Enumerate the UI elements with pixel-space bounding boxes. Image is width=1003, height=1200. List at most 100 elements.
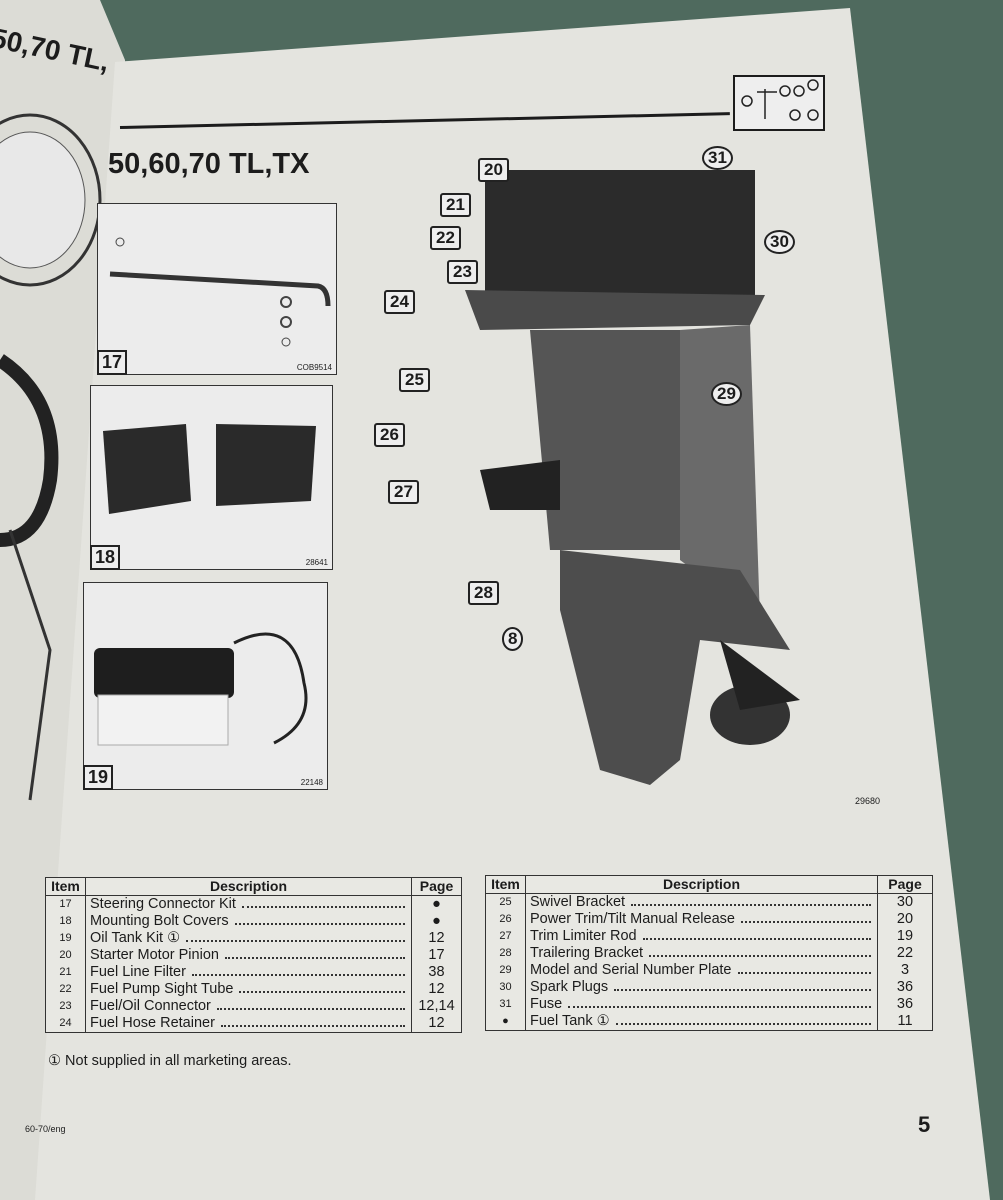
cell-item: 26 <box>485 911 526 928</box>
mounting-bolt-covers-illustration <box>103 424 316 514</box>
cell-page: 11 <box>877 1013 933 1031</box>
cell-page: 38 <box>411 964 462 981</box>
cell-item: 27 <box>485 928 526 945</box>
cell-description: Model and Serial Number Plate <box>530 962 732 978</box>
cell-description-container: Fuel/Oil Connector <box>85 998 412 1015</box>
cell-page: 20 <box>877 911 933 928</box>
figure-18: 18 28641 <box>90 385 333 570</box>
left-page-illustration <box>0 113 102 801</box>
cell-item: 17 <box>45 895 86 913</box>
cell-item: 30 <box>485 979 526 996</box>
cell-description: Fuel Line Filter <box>90 964 186 980</box>
cell-description: Mounting Bolt Covers <box>90 913 229 929</box>
dot-leader <box>740 921 871 923</box>
outboard-motor-figure <box>380 140 850 790</box>
cell-description-container: Fuel Pump Sight Tube <box>85 981 412 998</box>
cell-description-container: Oil Tank Kit ① <box>85 930 412 947</box>
cell-item: 21 <box>45 964 86 981</box>
cell-page: 17 <box>411 947 462 964</box>
dot-leader <box>216 1008 405 1010</box>
cell-item: 25 <box>485 893 526 911</box>
dot-leader <box>737 972 871 974</box>
cell-page: 19 <box>877 928 933 945</box>
header-item: Item <box>485 875 526 894</box>
page-title: 50,60,70 TL,TX <box>108 148 310 180</box>
figure-19: 19 22148 <box>83 582 328 790</box>
figure-code: COB9514 <box>296 363 332 372</box>
dot-leader <box>614 989 871 991</box>
callout-22: 22 <box>430 226 461 250</box>
dot-leader <box>220 1025 405 1027</box>
dot-leader <box>568 1006 871 1008</box>
callout-23: 23 <box>447 260 478 284</box>
cell-item: 19 <box>45 930 86 947</box>
cell-description: Fuel Hose Retainer <box>90 1015 215 1031</box>
cell-description: Swivel Bracket <box>530 894 626 910</box>
cell-page: 36 <box>877 996 933 1013</box>
cell-item: 24 <box>45 1015 86 1033</box>
dot-leader <box>649 955 871 957</box>
page-number: 5 <box>918 1112 931 1137</box>
dot-leader <box>224 957 405 959</box>
footer-code: 60-70/eng <box>25 1124 66 1134</box>
callout-27: 27 <box>388 480 419 504</box>
cell-description-container: Power Trim/Tilt Manual Release <box>525 911 878 928</box>
callout-29: 29 <box>711 382 742 406</box>
cell-page: 22 <box>877 945 933 962</box>
dot-leader <box>239 991 405 993</box>
callout-8: 8 <box>502 627 524 651</box>
dot-leader <box>241 906 405 908</box>
cell-description-container: Fuel Hose Retainer <box>85 1015 412 1033</box>
header-item: Item <box>45 877 86 896</box>
cell-description: Fuel/Oil Connector <box>90 998 211 1014</box>
dot-leader <box>642 938 871 940</box>
cell-description: Oil Tank Kit ① <box>90 930 181 946</box>
callout-20: 20 <box>478 158 509 182</box>
callout-28: 28 <box>468 581 499 605</box>
cell-item: 18 <box>45 913 86 930</box>
cell-page: 12 <box>411 1015 462 1033</box>
dot-leader <box>186 940 405 942</box>
cell-item: 23 <box>45 998 86 1015</box>
callout-26: 26 <box>374 423 405 447</box>
footnote: ① Not supplied in all marketing areas. <box>48 1053 292 1069</box>
cell-page: 30 <box>877 893 933 911</box>
figure-17: 17 COB9514 <box>97 203 337 375</box>
cell-description-container: Trailering Bracket <box>525 945 878 962</box>
cell-description: Power Trim/Tilt Manual Release <box>530 911 735 927</box>
cell-item: 20 <box>45 947 86 964</box>
cell-description: Fuse <box>530 996 563 1012</box>
header-description: Description <box>85 877 412 896</box>
dot-leader <box>615 1023 871 1025</box>
cell-description: Starter Motor Pinion <box>90 947 219 963</box>
cell-page: 12 <box>411 930 462 947</box>
cell-item: ● <box>485 1013 526 1031</box>
figure-code: 28641 <box>305 558 328 567</box>
figure-number: 18 <box>90 545 121 570</box>
outboard-motor-illustration <box>465 170 800 785</box>
callout-30: 30 <box>764 230 795 254</box>
callout-24: 24 <box>384 290 415 314</box>
header-page: Page <box>411 877 462 896</box>
cell-description: Trim Limiter Rod <box>530 928 637 944</box>
cell-page: 36 <box>877 979 933 996</box>
oil-tank-kit-illustration <box>94 632 308 746</box>
outboard-section-icon <box>733 75 825 131</box>
dot-leader <box>234 923 405 925</box>
cell-description: Spark Plugs <box>530 979 609 995</box>
cell-description-container: Mounting Bolt Covers <box>85 913 412 930</box>
